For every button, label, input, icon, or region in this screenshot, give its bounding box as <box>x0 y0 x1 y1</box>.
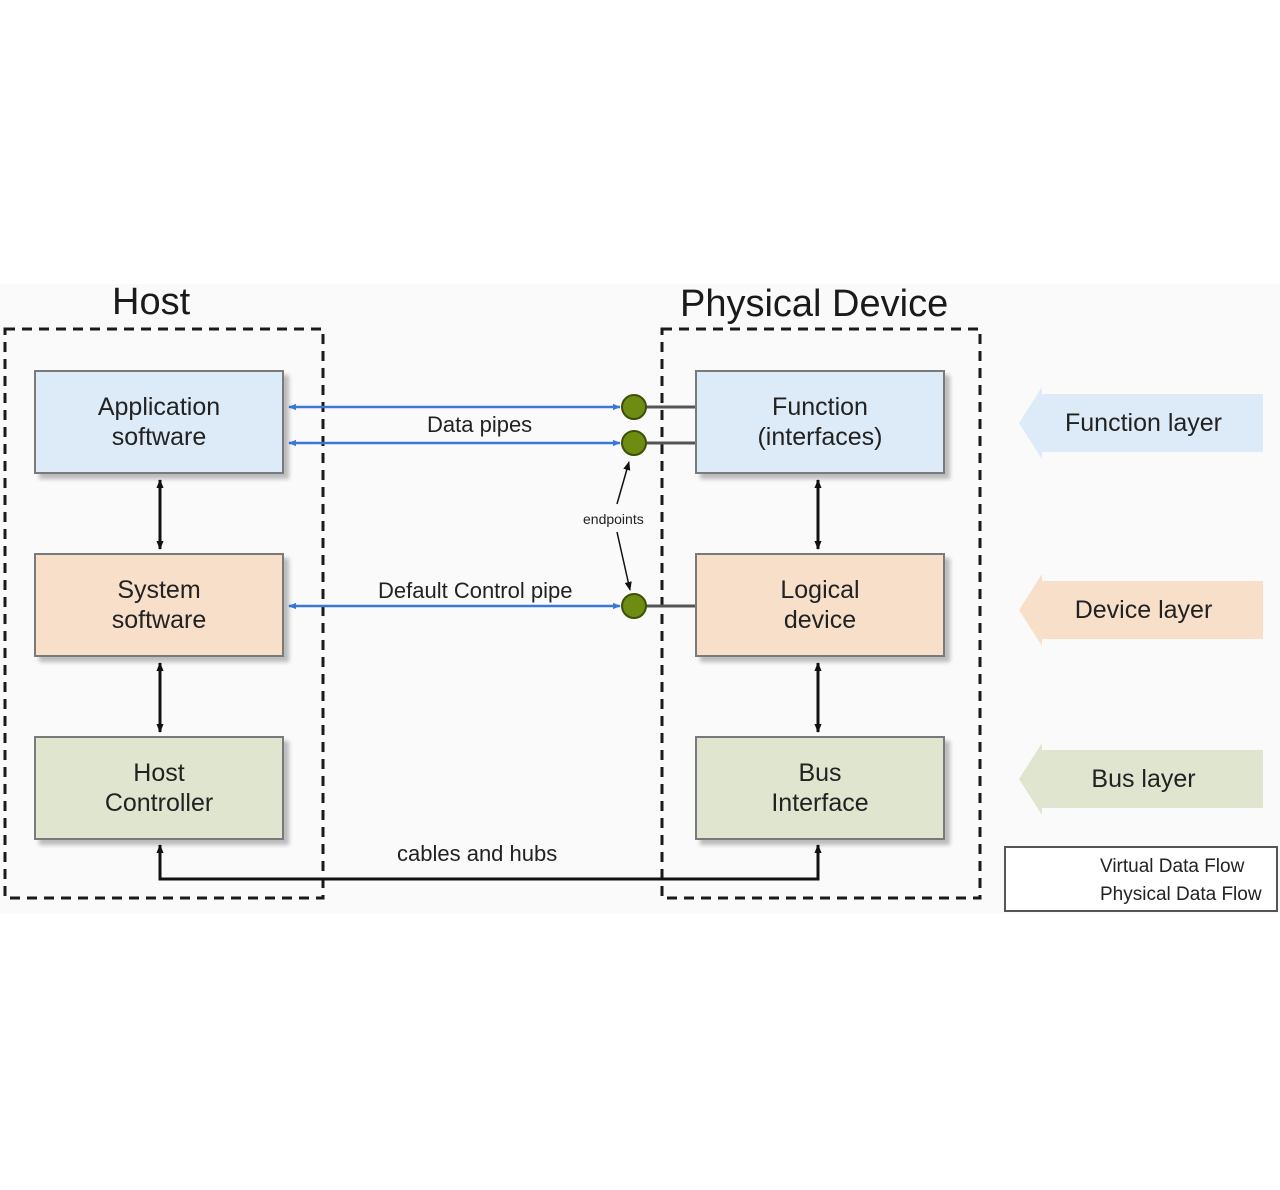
box-label-line: software <box>111 606 207 634</box>
device-layer-label: Device layer <box>1074 596 1213 624</box>
box-label-line: Logical <box>780 576 860 604</box>
endpoints-callout-down <box>616 531 632 591</box>
cables-and-hubs-line <box>156 844 822 881</box>
function-interfaces-box: Function(interfaces) <box>695 370 945 474</box>
endpoints-label: endpoints <box>583 511 644 527</box>
endpoint-1 <box>621 394 647 420</box>
bus-layer-label: Bus layer <box>1091 765 1196 793</box>
box-label-line: Function <box>772 393 868 421</box>
bus-layer-arrow <box>1019 743 1263 815</box>
box-label-line: Controller <box>104 789 214 817</box>
default-control-pipe-label: Default Control pipe <box>378 578 573 603</box>
endpoint-2 <box>621 430 647 456</box>
box-label-line: device <box>783 606 857 634</box>
legend-virtual-label: Virtual Data Flow <box>1100 856 1245 877</box>
function-layer-arrow <box>1019 387 1263 459</box>
box-label-line: Host <box>133 759 185 787</box>
endpoints-callout-up <box>616 461 631 505</box>
cables-and-hubs-label: cables and hubs <box>397 841 558 866</box>
physical-device-title: Physical Device <box>680 283 949 325</box>
box-label-line: System <box>117 576 201 604</box>
function-layer-label: Function layer <box>1064 409 1223 437</box>
data-pipes-label: Data pipes <box>427 412 533 437</box>
host-title: Host <box>112 281 191 323</box>
box-label-line: (interfaces) <box>757 423 883 451</box>
legend: Virtual Data Flow Physical Data Flow <box>1004 846 1278 912</box>
host-group-border <box>3 327 325 900</box>
box-label-line: Application <box>97 393 221 421</box>
device-group-border <box>660 327 982 900</box>
legend-physical-label: Physical Data Flow <box>1100 884 1262 905</box>
box-label-line: software <box>111 423 207 451</box>
endpoint-3 <box>621 593 647 619</box>
box-label-line: Interface <box>771 789 869 817</box>
device-layer-arrow <box>1019 574 1263 646</box>
box-label-line: Bus <box>798 759 842 787</box>
